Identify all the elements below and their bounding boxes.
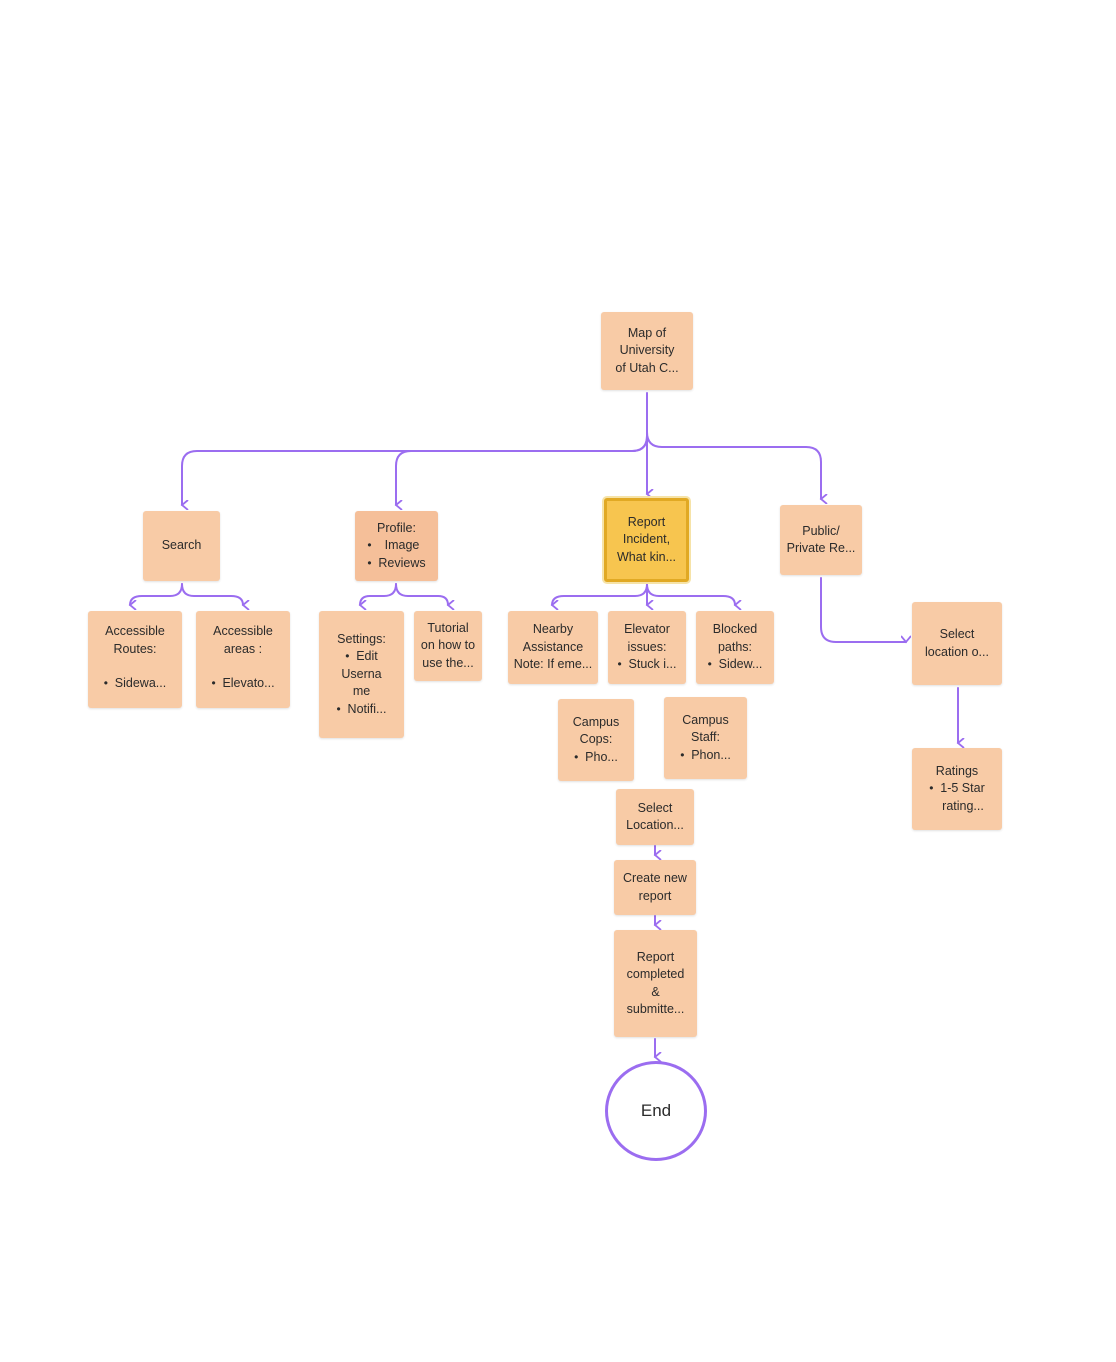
connector-map-to-profile (396, 435, 648, 505)
node-text: Campus (572, 714, 620, 729)
node-bullets: 1-5 Star (929, 780, 984, 798)
node-text: location o... (925, 644, 989, 659)
node-text: Assistance (522, 639, 584, 654)
bullet-item: Notifi... (337, 701, 387, 719)
connector-search-to-routes (130, 583, 183, 605)
node-settings[interactable]: Settings: Edit Userna me Notifi... (319, 611, 404, 738)
node-text: Elevator (624, 622, 670, 637)
node-bullets: Edit (345, 648, 378, 666)
node-text: Cops: (579, 732, 613, 747)
node-bullets: Phon... (680, 747, 731, 765)
node-text: Settings: (337, 631, 386, 646)
connector-profile-to-tutorial (395, 583, 448, 605)
node-report-completed[interactable]: Report completed & submitte... (614, 930, 697, 1037)
node-text: Routes: (113, 641, 157, 656)
connector-map-to-search (182, 392, 648, 505)
node-accessible-areas[interactable]: Accessible areas : Elevato... (196, 611, 290, 708)
node-select-location[interactable]: Select Location... (616, 789, 694, 845)
end-terminal[interactable]: End (605, 1061, 707, 1161)
bullet-item: Image (367, 537, 425, 555)
node-bullets: Sidew... (708, 656, 763, 674)
node-text: issues: (627, 639, 667, 654)
connector-profile-to-settings (360, 583, 397, 605)
connector-search-to-areas (181, 583, 243, 605)
node-text: Profile: (377, 520, 416, 535)
bullet-item: Sidew... (708, 656, 763, 674)
bullet-item: Sidewa... (104, 675, 166, 693)
bullet-item: Stuck i... (618, 656, 677, 674)
connector-report-to-nearby (552, 583, 648, 605)
node-elevator-issues[interactable]: Elevator issues: Stuck i... (608, 611, 686, 684)
bullet-item: Edit (345, 648, 378, 666)
node-nearby-assistance[interactable]: Nearby Assistance Note: If eme... (508, 611, 598, 684)
node-map-of-university[interactable]: Map of University of Utah C... (601, 312, 693, 390)
node-bullets: Sidewa... (104, 675, 166, 693)
node-text: submitte... (626, 1002, 685, 1016)
node-text: Tutorial (427, 620, 469, 635)
node-text: Select (939, 627, 975, 641)
node-text: University (619, 343, 675, 358)
node-bullets: Notifi... (337, 701, 387, 719)
end-label: End (640, 1101, 672, 1120)
node-public-private[interactable]: Public/ Private Re... (780, 505, 862, 575)
node-select-location-other[interactable]: Select location o... (912, 602, 1002, 685)
node-text: rating... (942, 798, 984, 813)
node-search[interactable]: Search (143, 511, 220, 581)
node-create-new-report[interactable]: Create new report (614, 860, 696, 915)
node-text: Userna (341, 666, 382, 681)
node-text: & (651, 984, 660, 999)
node-text: Note: If eme... (513, 657, 593, 672)
connector-public-to-select (820, 577, 906, 642)
node-report-incident[interactable]: Report Incident, What kin... (604, 498, 689, 582)
node-text: Ratings (935, 763, 979, 778)
node-text: Accessible (105, 624, 165, 638)
node-text: on how to (420, 638, 476, 653)
node-text: Select (637, 800, 673, 815)
node-accessible-routes[interactable]: Accessible Routes: Sidewa... (88, 611, 182, 708)
node-text: Nearby (532, 622, 574, 637)
connector-report-to-blocked (646, 583, 735, 605)
node-text: Create new (623, 871, 687, 885)
node-campus-staff[interactable]: Campus Staff: Phon... (664, 697, 747, 779)
node-text: Report (636, 949, 675, 964)
node-text: areas : (223, 641, 263, 656)
node-text: me (352, 684, 371, 699)
connector-map-to-public (646, 431, 821, 499)
node-text: Accessible (213, 624, 273, 638)
node-text: Public/ (802, 523, 840, 538)
node-text: report (638, 888, 672, 903)
bullet-item: Pho... (574, 749, 618, 767)
node-text: completed (626, 967, 685, 981)
node-text: Incident, (622, 532, 671, 547)
node-text: paths: (717, 639, 753, 654)
node-bullets: Pho... (574, 749, 618, 767)
node-text: Private Re... (786, 541, 856, 555)
node-ratings[interactable]: Ratings 1-5 Star rating... (912, 748, 1002, 830)
node-text: What kin... (616, 549, 677, 564)
node-bullets: Image Reviews (367, 537, 425, 572)
node-text: Search (161, 538, 202, 553)
bullet-item: 1-5 Star (929, 780, 984, 798)
node-blocked-paths[interactable]: Blocked paths: Sidew... (696, 611, 774, 684)
node-text: Report (627, 514, 666, 529)
node-text: Location... (626, 818, 684, 832)
node-text: Campus (682, 712, 729, 727)
node-bullets: Stuck i... (618, 656, 677, 674)
bullet-item: Phon... (680, 747, 731, 765)
node-text: Map of (627, 325, 667, 340)
node-text: Staff: (691, 730, 720, 745)
bullet-item: Reviews (367, 555, 425, 573)
node-text: Blocked (712, 622, 758, 637)
node-campus-cops[interactable]: Campus Cops: Pho... (558, 699, 634, 781)
node-text: use the... (422, 655, 474, 670)
node-bullets: Elevato... (211, 675, 274, 693)
node-tutorial[interactable]: Tutorial on how to use the... (414, 611, 482, 681)
node-profile[interactable]: Profile: Image Reviews (355, 511, 438, 581)
bullet-item: Elevato... (211, 675, 274, 693)
node-text: of Utah C... (615, 360, 679, 375)
